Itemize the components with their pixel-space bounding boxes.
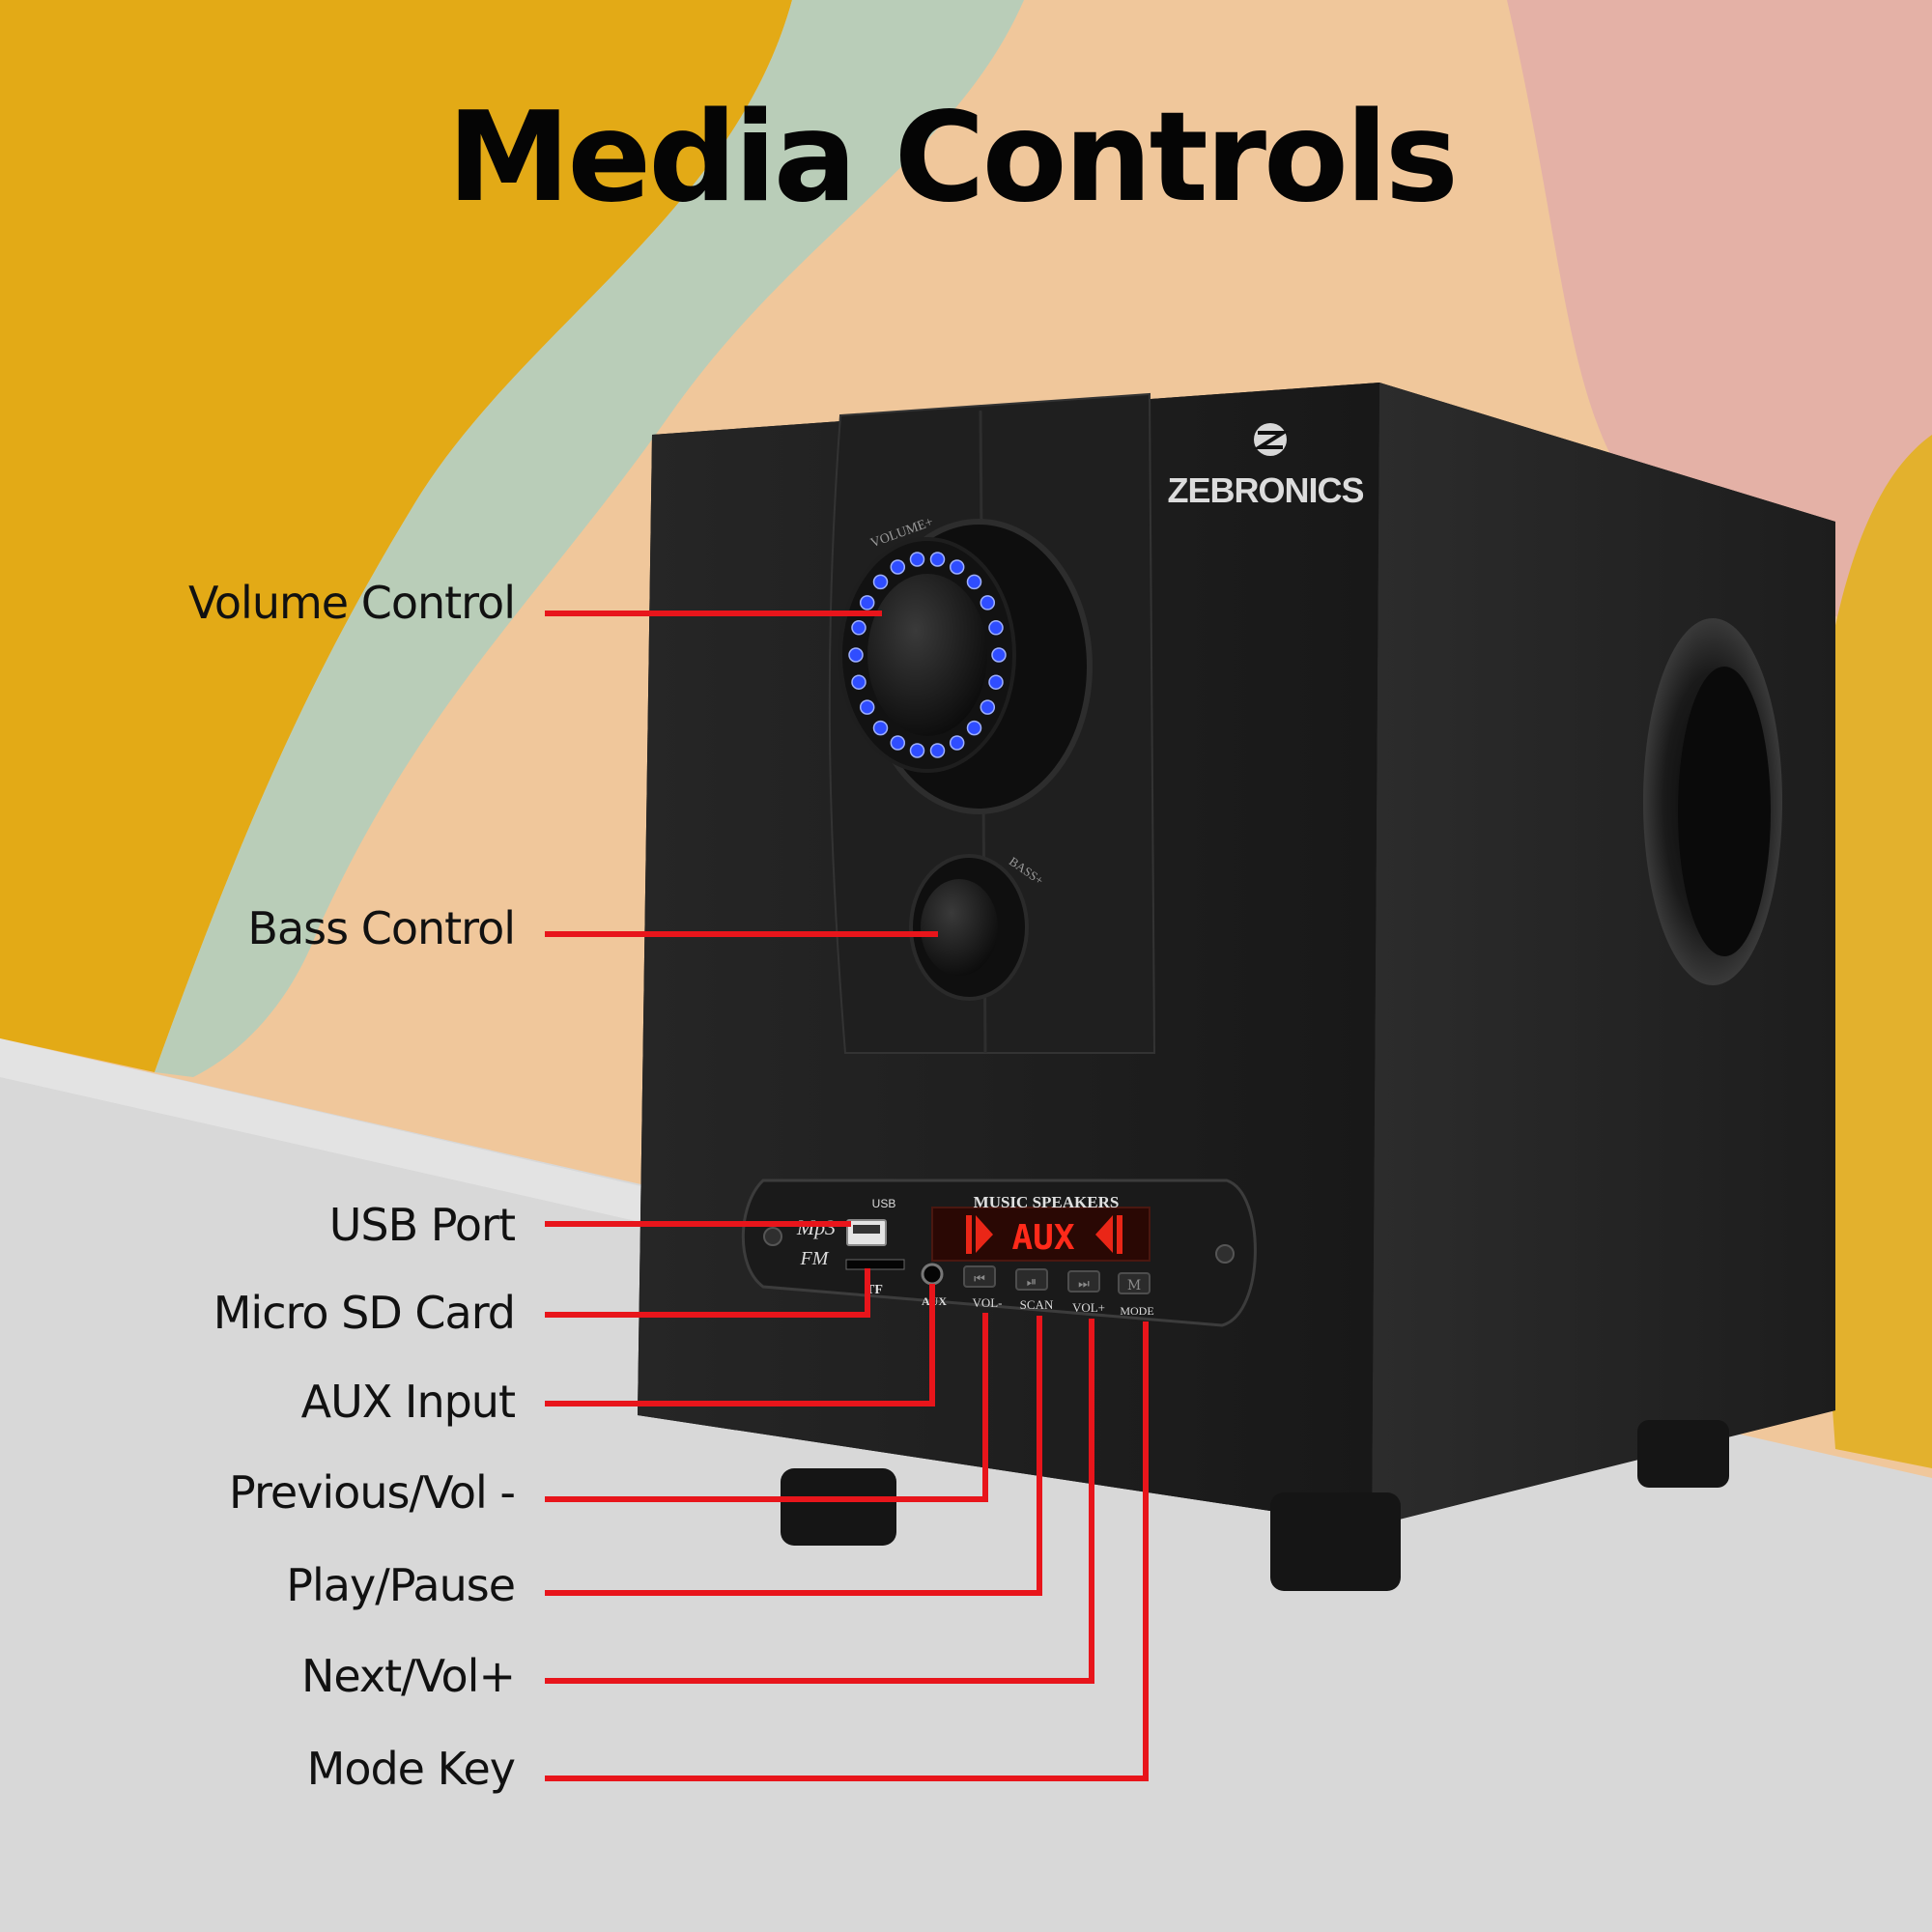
led-dot	[966, 720, 982, 736]
led-dot	[929, 552, 946, 567]
led-dot	[991, 647, 1007, 663]
led-dot	[909, 743, 925, 758]
page-title: Media Controls	[447, 86, 1459, 230]
led-dot	[859, 699, 875, 715]
callout-line-next	[545, 1319, 1094, 1684]
callout-line-mode	[545, 1321, 1149, 1781]
label-play-pause: Play/Pause	[286, 1559, 516, 1611]
led-dot	[851, 674, 867, 690]
led-dot	[949, 559, 965, 575]
button-caption-vol-down: VOL-	[972, 1295, 1002, 1310]
callout-lines	[545, 611, 1149, 1781]
led-dot	[872, 720, 889, 736]
button-glyph-next: ⏭	[1078, 1277, 1090, 1292]
fm-badge: FM	[800, 1248, 830, 1269]
zebronics-logo-icon	[1253, 423, 1290, 456]
panel-button-prev[interactable]	[963, 1265, 996, 1288]
display-aux-text: AUX	[1011, 1218, 1074, 1258]
led-dot	[966, 574, 982, 590]
button-glyph-mode: M	[1127, 1278, 1141, 1293]
led-dot	[980, 595, 996, 611]
led-dot	[988, 674, 1004, 690]
callout-line-play	[545, 1316, 1042, 1596]
led-dot	[851, 620, 867, 636]
callout-line-sd	[545, 1268, 870, 1318]
led-dot	[988, 620, 1004, 636]
led-dot	[890, 735, 906, 751]
led-dot	[859, 595, 875, 611]
panel-button-mode[interactable]	[1118, 1272, 1151, 1294]
callout-line-prev	[545, 1313, 988, 1502]
label-aux-input: AUX Input	[300, 1376, 516, 1428]
mp3-badge: Mp3	[796, 1215, 836, 1239]
panel-button-play[interactable]	[1015, 1268, 1048, 1291]
label-bass-control: Bass Control	[247, 902, 516, 954]
speaker-cabinet	[638, 383, 1835, 1591]
mp3-control-panel	[741, 1179, 1257, 1327]
callout-line-aux	[545, 1284, 935, 1406]
bass-reflex-port	[1643, 618, 1782, 985]
led-dot	[980, 699, 996, 715]
volume-knob[interactable]	[838, 519, 1093, 814]
zebronics-brand: ZEBRONICS	[1167, 470, 1363, 510]
label-mode-key: Mode Key	[306, 1743, 516, 1795]
led-dot	[872, 574, 889, 590]
button-caption-scan: SCAN	[1020, 1297, 1054, 1312]
label-volume-control: Volume Control	[188, 577, 516, 629]
button-glyph-play: ⏯	[1027, 1275, 1037, 1290]
led-dot	[929, 743, 946, 758]
led-dot	[848, 647, 864, 663]
led-dot	[890, 559, 906, 575]
led-dot	[909, 552, 925, 567]
button-caption-vol-up: VOL+	[1072, 1300, 1105, 1315]
label-micro-sd-card: Micro SD Card	[213, 1287, 516, 1339]
label-previous-vol: Previous/Vol -	[229, 1466, 516, 1519]
usb-marker: USB	[872, 1197, 896, 1210]
bass-knob[interactable]	[909, 854, 1029, 1001]
button-glyph-prev: ⏮	[974, 1272, 985, 1287]
led-dot	[949, 735, 965, 751]
volume-led-ring	[848, 552, 1007, 758]
panel-button-next[interactable]	[1067, 1270, 1100, 1293]
button-caption-mode: MODE	[1120, 1304, 1153, 1318]
label-next-vol: Next/Vol+	[300, 1650, 516, 1702]
label-usb-port: USB Port	[328, 1199, 516, 1251]
music-speakers-heading: MUSIC SPEAKERS	[974, 1193, 1120, 1211]
